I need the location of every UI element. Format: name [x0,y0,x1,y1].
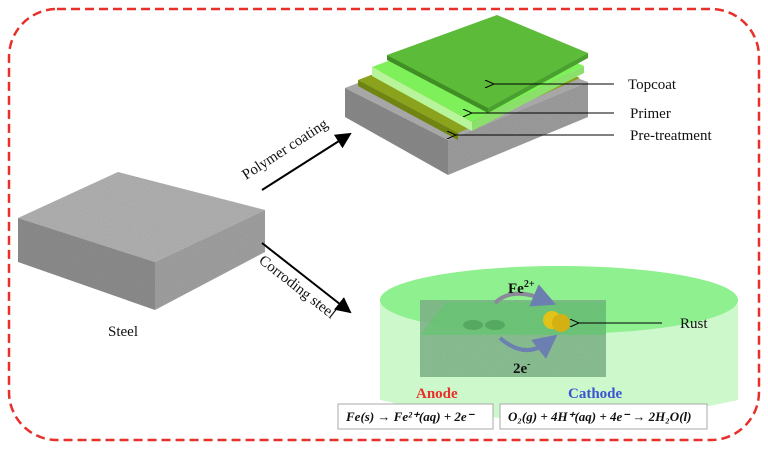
coated-steel [345,15,588,175]
cathode-equation-box [499,403,708,430]
anode-equation: Fe(s) → Fe²⁺(aq) + 2e⁻ [345,409,476,424]
anode-label: Anode [416,386,458,402]
polymer-coating-arrow [261,132,352,191]
topcoat-label: Topcoat [628,77,677,93]
fe-ion-label: Fe2+ [508,279,535,297]
dashed-border [7,7,761,442]
corroding-steel-arrow [261,242,352,314]
polymer-coating-label: Polymer coating [239,116,331,183]
primer-label: Primer [630,106,671,122]
corroding-steel-label: Corroding steel [256,253,339,323]
electrons-label: 2e- [513,359,531,377]
cathode-label: Cathode [568,386,623,402]
electrolyte-dish [380,266,738,420]
rust-label: Rust [680,316,708,332]
topcoat-layer [387,15,588,108]
steel-label: Steel [108,324,138,340]
cathode-equation: O₂(g) + 4H⁺(aq) + 4e⁻ → 2H₂O(l) [508,409,691,424]
steel-slab [18,172,265,310]
fe-ion-cycle-arrow [493,284,557,307]
electron-cycle-arrow [498,334,558,359]
pretreatment-label: Pre-treatment [630,128,712,144]
anode-equation-box [337,403,494,430]
